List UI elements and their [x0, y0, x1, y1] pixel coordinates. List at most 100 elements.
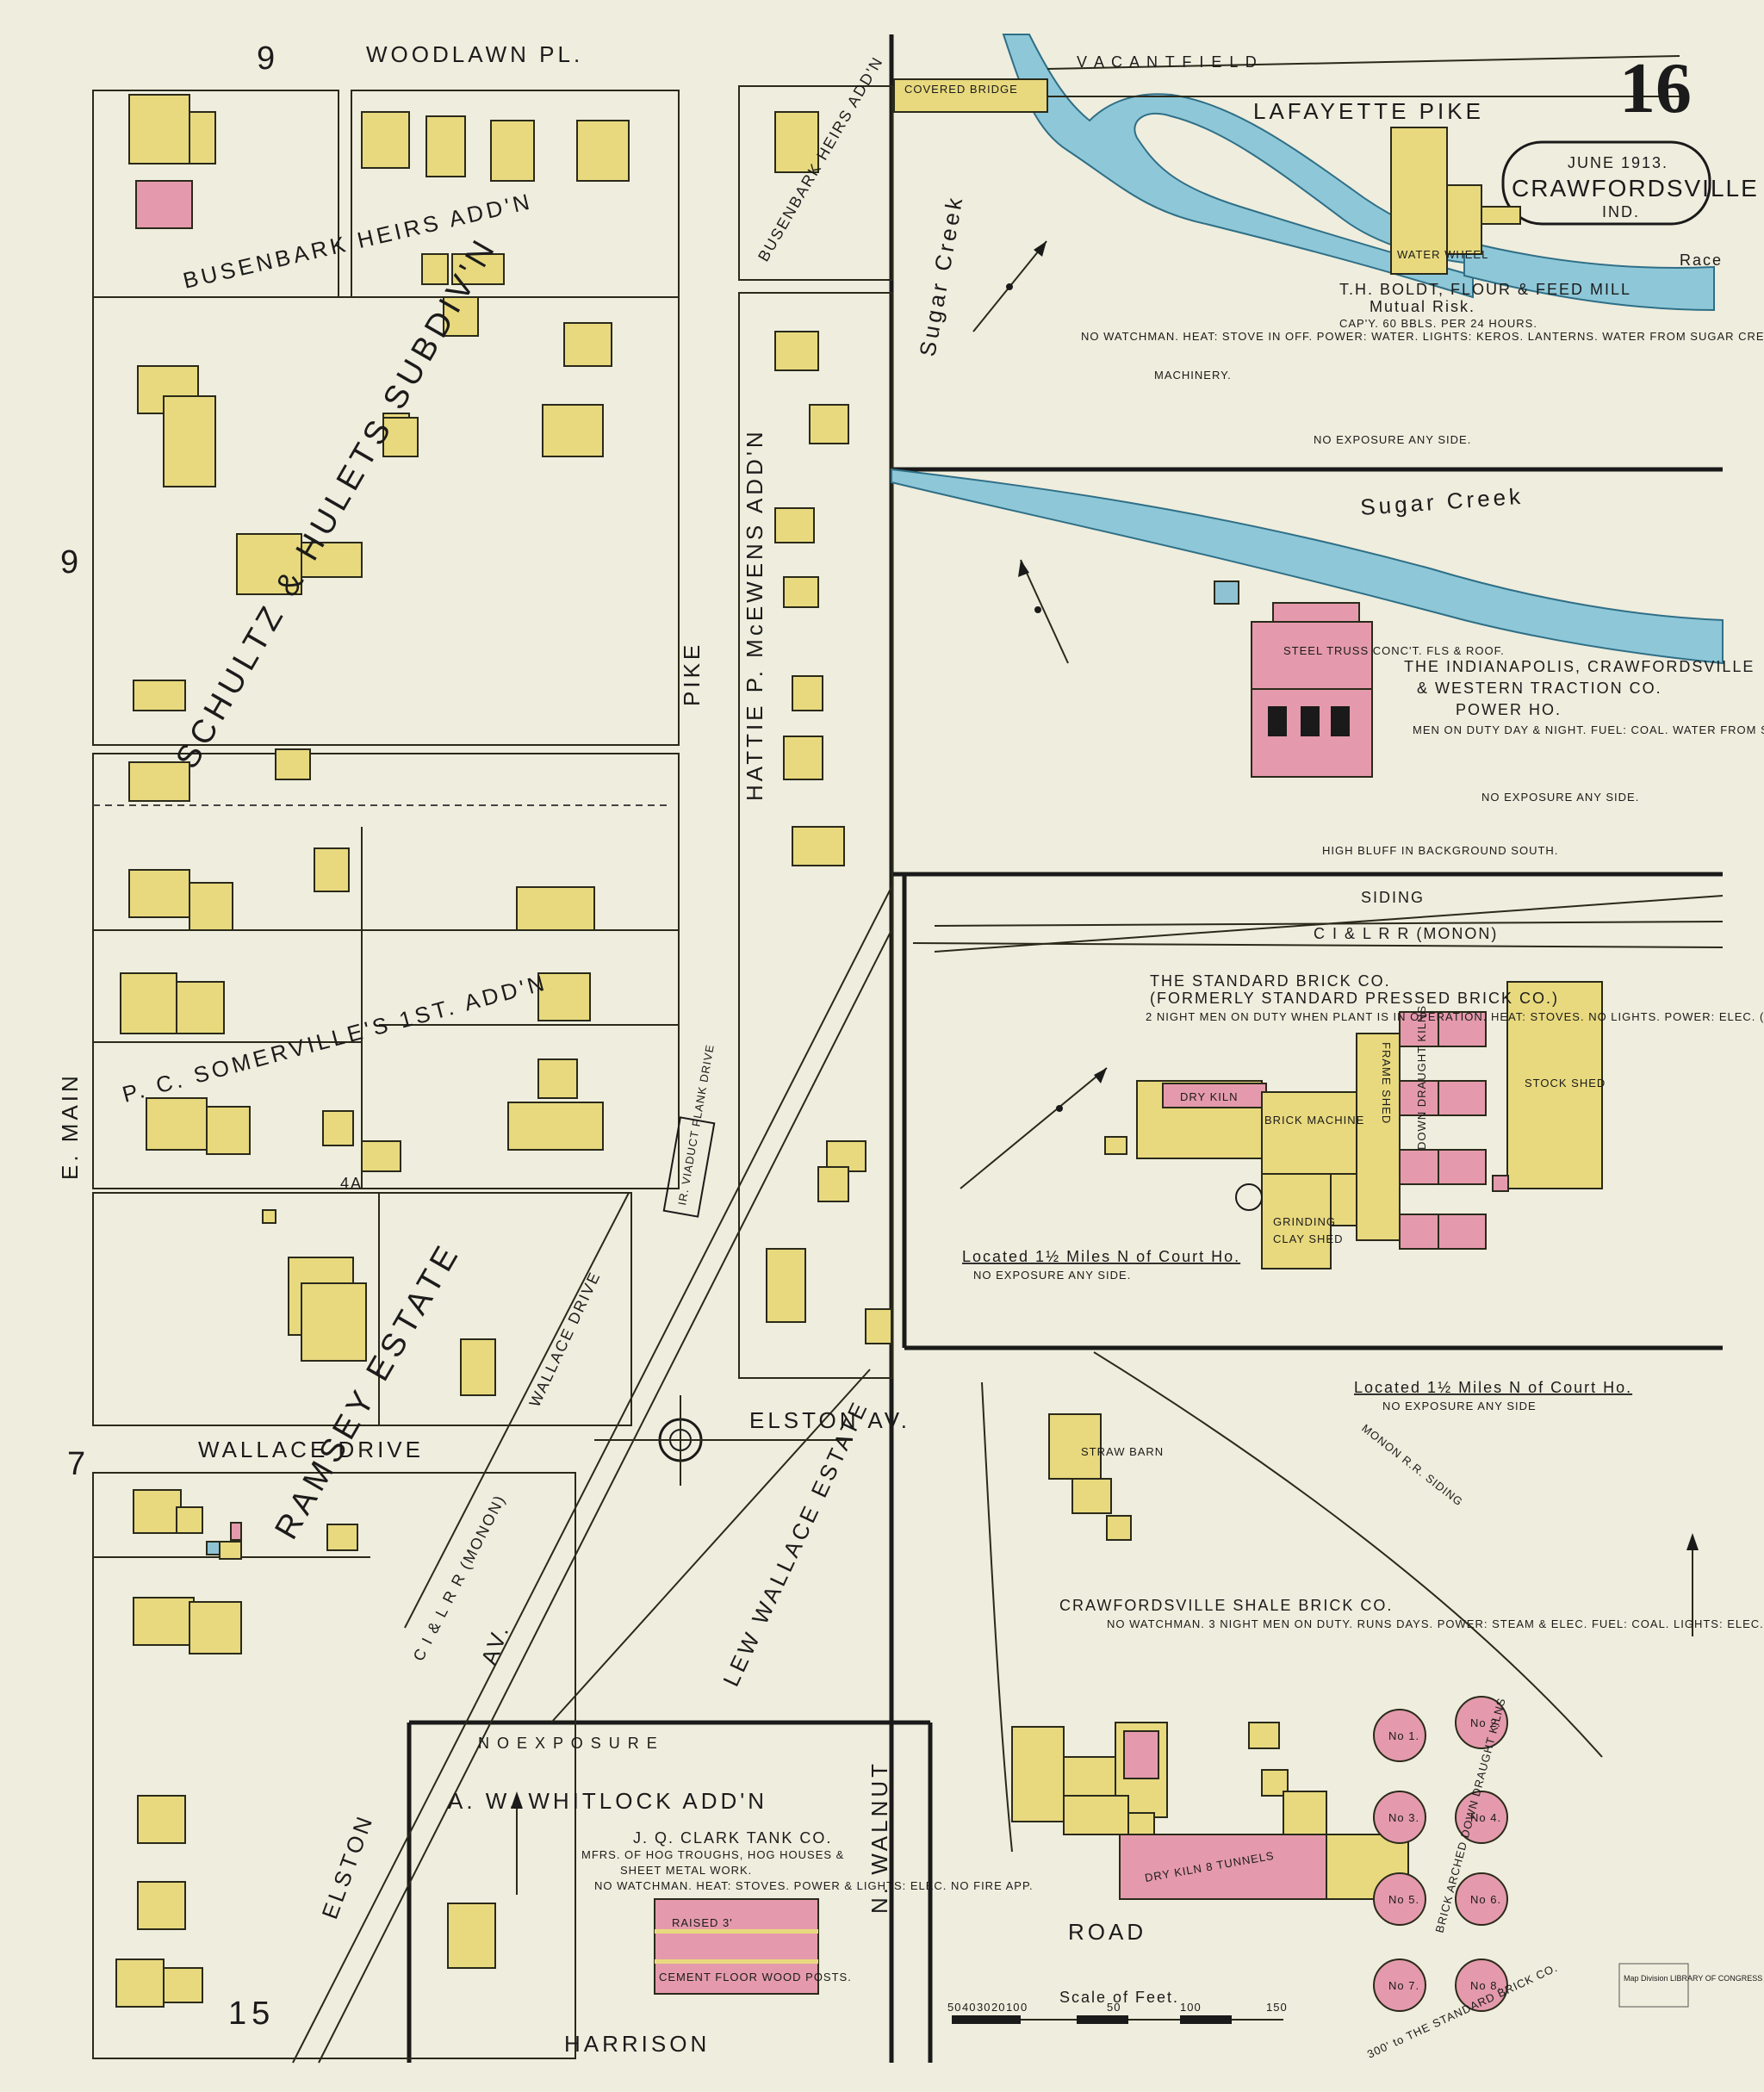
standard-located: Located 1½ Miles N of Court Ho. [962, 1248, 1240, 1265]
kiln-6: No 6. [1470, 1893, 1501, 1906]
street-label-wallace-drive: WALLACE DRIVE [198, 1437, 424, 1462]
north-arrow-icon [1686, 1533, 1699, 1636]
boldt-capacity: CAP'Y. 60 BBLS. PER 24 HOURS. [1339, 317, 1537, 330]
dwellings [115, 94, 892, 2008]
svg-text:40: 40 [962, 2001, 976, 2014]
standard-exposure: NO EXPOSURE ANY SIDE. [973, 1269, 1131, 1282]
boldt-notes: NO WATCHMAN. HEAT: STOVE IN OFF. POWER: … [1081, 330, 1764, 343]
traction-name-2: & WESTERN TRACTION CO. [1417, 680, 1662, 697]
city-name: CRAWFORDSVILLE [1512, 175, 1759, 202]
boldt-subtitle: Mutual Risk. [1370, 298, 1475, 315]
clark-floor-label: CEMENT FLOOR WOOD POSTS. [659, 1971, 852, 1983]
traction-exposure: NO EXPOSURE ANY SIDE. [1481, 791, 1639, 804]
shale-located: Located 1½ Miles N of Court Ho. [1354, 1379, 1632, 1396]
race-label: Race [1680, 251, 1723, 269]
sheet-date: JUNE 1913. [1568, 154, 1668, 171]
clark-sub2: SHEET METAL WORK. [620, 1864, 752, 1877]
street-label-e-main: E. MAIN [57, 1072, 83, 1180]
boldt-mill: WATER WHEEL [1390, 127, 1521, 275]
svg-text:50: 50 [1107, 2001, 1121, 2014]
diagonal-railroad [292, 886, 892, 2064]
street-label-n-walnut: N. WALNUT [866, 1760, 892, 1914]
no-exposure-top: N O E X P O S U R E [478, 1735, 659, 1752]
street-label-harrison: HARRISON [564, 2031, 710, 2057]
covered-bridge [893, 78, 1048, 113]
grid-label-4a: 4A [340, 1175, 363, 1192]
traction-bluff: HIGH BLUFF IN BACKGROUND SOUTH. [1322, 844, 1558, 857]
scale-label: Scale of Feet. [1059, 1989, 1179, 2006]
clark-name: J. Q. CLARK TANK CO. [633, 1829, 832, 1847]
sheet-number: 16 [1619, 48, 1692, 128]
standard-former: (FORMERLY STANDARD PRESSED BRICK CO.) [1150, 990, 1559, 1007]
grinding-label: GRINDING [1273, 1215, 1336, 1228]
svg-text:0: 0 [1021, 2001, 1028, 2014]
svg-text:30: 30 [977, 2001, 991, 2014]
state-name: IND. [1602, 203, 1640, 220]
traction-construction: STEEL TRUSS CONC'T. FLS & ROOF. [1283, 644, 1505, 657]
compass-rose-icon [594, 1395, 853, 1486]
street-label-lafayette-pike: LAFAYETTE PIKE [1253, 98, 1484, 124]
north-arrow-icon [972, 240, 1047, 332]
north-arrow-icon [1018, 559, 1069, 664]
dry-kiln-label: DRY KILN [1180, 1090, 1239, 1103]
grid-number-15: 15 [228, 1996, 275, 2032]
stock-shed-label: STOCK SHED [1525, 1077, 1606, 1089]
kiln-3: No 3. [1388, 1811, 1419, 1824]
street-label-pike: PIKE [679, 642, 705, 706]
grid-number-7: 7 [67, 1446, 90, 1482]
scale-ticks: 50 40 30 20 10 0 50 100 150 [947, 2001, 1288, 2014]
clark-notes: NO WATCHMAN. HEAT: STOVES. POWER & LIGHT… [594, 1879, 1034, 1892]
title-cartouche [1501, 140, 1711, 226]
railroad-siding-label: SIDING [1361, 889, 1425, 906]
kiln-8: No 8. [1470, 1979, 1501, 1992]
svg-text:20: 20 [991, 2001, 1005, 2014]
shale-brick-plant [1011, 1413, 1409, 1900]
brick-machine-label: BRICK MACHINE [1264, 1114, 1364, 1127]
clark-tank-co [654, 1898, 819, 1995]
kilns: No 1. No 2. No 3. No 4. No 5. No 6. No 7… [1373, 1696, 1508, 2012]
street-label-road: ROAD [1068, 1919, 1146, 1945]
grid-number-9-mid: 9 [60, 544, 84, 580]
svg-text:100: 100 [1180, 2001, 1202, 2014]
kiln-4: No 4. [1470, 1811, 1501, 1824]
kiln-1: No 1. [1388, 1729, 1419, 1742]
down-draught-label: DOWN DRAUGHT KILNS [1415, 1005, 1428, 1150]
shale-name: CRAWFORDSVILLE SHALE BRICK CO. [1059, 1597, 1393, 1614]
railroad-cilrr-label: C I & L R R (MONON) [1314, 925, 1498, 942]
kiln-2: No 2. [1470, 1716, 1501, 1729]
traction-name-1: THE INDIANAPOLIS, CRAWFORDSVILLE [1404, 658, 1755, 675]
boldt-exposure: NO EXPOSURE ANY SIDE. [1314, 433, 1471, 446]
street-label-elston-av: ELSTON AV. [749, 1407, 910, 1433]
frame-shed-label: FRAME SHED [1380, 1042, 1393, 1124]
north-arrow-icon [960, 1067, 1108, 1189]
shale-notes: NO WATCHMAN. 3 NIGHT MEN ON DUTY. RUNS D… [1107, 1617, 1764, 1630]
addition-hattie-mcewens: HATTIE P. McEWENS ADD'N [742, 428, 767, 801]
library-stamp [1618, 1963, 1689, 2008]
traction-power-house: STEEL TRUSS CONC'T. FLS & ROOF. [1214, 580, 1505, 778]
svg-text:10: 10 [1006, 2001, 1020, 2014]
grid-number-9-top: 9 [257, 40, 280, 77]
street-label-woodlawn: WOODLAWN PL. [366, 41, 583, 67]
standard-brick-plant [1104, 981, 1603, 1269]
standard-notes: 2 NIGHT MEN ON DUTY WHEN PLANT IS IN OPE… [1146, 1010, 1764, 1023]
library-stamp-text: Map Division LIBRARY OF CONGRESS [1624, 1974, 1762, 1983]
boldt-machinery: MACHINERY. [1154, 369, 1232, 382]
scale-bar [952, 2015, 1283, 2024]
svg-text:50: 50 [947, 2001, 961, 2014]
svg-text:WATER WHEEL: WATER WHEEL [1397, 248, 1488, 261]
boldt-name: T.H. BOLDT, FLOUR & FEED MILL [1339, 281, 1631, 298]
traction-name-3: POWER HO. [1456, 701, 1562, 718]
covered-bridge-label: COVERED BRIDGE [904, 83, 1018, 96]
traction-notes: MEN ON DUTY DAY & NIGHT. FUEL: COAL. WAT… [1413, 723, 1764, 736]
clark-sub1: MFRS. OF HOG TROUGHS, HOG HOUSES & [581, 1848, 844, 1861]
standard-name: THE STANDARD BRICK CO. [1150, 972, 1391, 990]
clark-raised-label: RAISED 3' [672, 1916, 733, 1929]
kiln-7: No 7. [1388, 1979, 1419, 1992]
svg-text:150: 150 [1266, 2001, 1288, 2014]
kiln-5: No 5. [1388, 1893, 1419, 1906]
clay-shed-label: CLAY SHED [1273, 1232, 1344, 1245]
north-arrow-icon [511, 1791, 523, 1895]
vacant-field-label: V A C A N T F I E L D [1077, 53, 1258, 71]
shale-exposure: NO EXPOSURE ANY SIDE [1382, 1400, 1537, 1412]
